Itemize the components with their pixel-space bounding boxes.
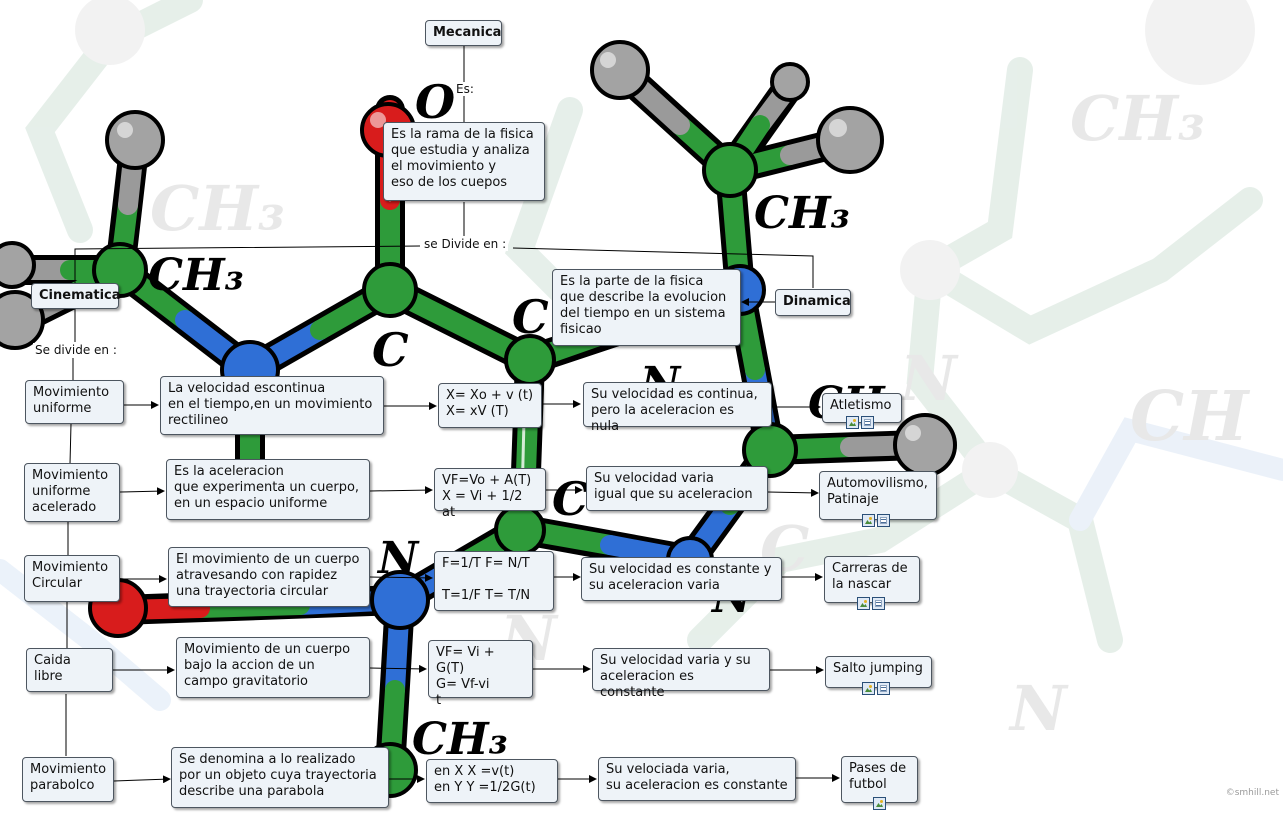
svg-text:CH₃: CH₃ <box>754 188 850 239</box>
attachment-icons[interactable] <box>857 597 885 610</box>
node-movimiento-parabolico[interactable]: Movimiento parabolco <box>22 757 114 802</box>
image-icon[interactable] <box>857 597 870 610</box>
image-icon[interactable] <box>846 416 859 429</box>
node-carreras-nascar[interactable]: Carreras de la nascar <box>824 556 920 603</box>
node-dinamica[interactable]: Dinamica <box>775 289 851 316</box>
node-mp-propiedad[interactable]: Su velociada varia, su aceleracion es co… <box>598 757 796 801</box>
svg-text:O: O <box>415 75 455 129</box>
node-mc-propiedad[interactable]: Su velocidad es constante y su aceleraci… <box>581 557 782 601</box>
svg-text:CH₃: CH₃ <box>412 714 508 765</box>
attachment-icons[interactable] <box>873 797 886 810</box>
image-icon[interactable] <box>862 514 875 527</box>
node-cl-definicion[interactable]: Movimiento de un cuerpo bajo la accion d… <box>176 637 370 698</box>
label-es: Es: <box>454 82 476 96</box>
svg-text:C: C <box>372 323 409 377</box>
node-mc-definicion[interactable]: El movimiento de un cuerpo atravesando c… <box>168 547 370 607</box>
attachment-icons[interactable] <box>846 416 874 429</box>
svg-text:N: N <box>898 342 959 415</box>
node-mc-formula[interactable]: F=1/T F= N/T T=1/F T= T/N <box>434 551 554 611</box>
attachment-icons[interactable] <box>862 682 890 695</box>
node-mu-definicion[interactable]: La velocidad escontinua en el tiempo,en … <box>160 376 384 435</box>
note-icon[interactable] <box>861 416 874 429</box>
node-pases-futbol[interactable]: Pases de futbol <box>841 756 918 803</box>
node-mecanica[interactable]: Mecanica <box>425 20 502 46</box>
node-mua-definicion[interactable]: Es la aceleracion que experimenta un cue… <box>166 459 370 520</box>
svg-text:CH₃: CH₃ <box>148 250 244 301</box>
svg-text:C: C <box>552 472 589 526</box>
image-icon[interactable] <box>862 682 875 695</box>
node-cl-formula[interactable]: VF= Vi + G(T) G= Vf-vi t <box>428 640 533 698</box>
node-movimiento-uniforme-acelerado[interactable]: Movimiento uniforme acelerado <box>24 463 120 522</box>
node-caida-libre[interactable]: Caida libre <box>26 648 113 692</box>
note-icon[interactable] <box>877 514 890 527</box>
svg-text:CH: CH <box>1130 377 1251 457</box>
note-icon[interactable] <box>877 682 890 695</box>
note-icon[interactable] <box>872 597 885 610</box>
label-se-divide-cinematica: Se divide en : <box>33 343 119 357</box>
node-mp-definicion[interactable]: Se denomina a lo realizado por un objeto… <box>171 747 389 808</box>
watermark: ©smhill.net <box>1226 788 1279 798</box>
node-movimiento-uniforme[interactable]: Movimiento uniforme <box>25 380 124 424</box>
node-mua-formula[interactable]: VF=Vo + A(T) X = Vi + 1/2 at <box>434 468 546 511</box>
node-mp-formula[interactable]: en X X =v(t) en Y Y =1/2G(t) <box>426 759 558 803</box>
node-dinamica-def[interactable]: Es la parte de la fisica que describe la… <box>552 269 741 346</box>
node-mu-propiedad[interactable]: Su velocidad es continua, pero la aceler… <box>583 382 772 427</box>
node-automovilismo[interactable]: Automovilismo, Patinaje <box>819 471 937 520</box>
svg-text:CH₃: CH₃ <box>150 172 285 245</box>
svg-text:N: N <box>1008 672 1069 745</box>
svg-text:CH₃: CH₃ <box>1070 82 1205 155</box>
image-icon[interactable] <box>873 797 886 810</box>
node-cinematica[interactable]: Cinematica <box>31 283 119 309</box>
svg-text:N: N <box>376 533 420 584</box>
label-se-divide: se Divide en : <box>422 237 508 251</box>
node-mua-propiedad[interactable]: Su velocidad varia igual que su acelerac… <box>586 466 768 511</box>
node-definicion[interactable]: Es la rama de la fisica que estudia y an… <box>383 122 545 201</box>
attachment-icons[interactable] <box>862 514 890 527</box>
svg-text:C: C <box>512 290 549 344</box>
node-movimiento-circular[interactable]: Movimiento Circular <box>24 555 120 602</box>
node-cl-propiedad[interactable]: Su velocidad varia y su aceleracion es c… <box>592 648 770 691</box>
node-mu-formula[interactable]: X= Xo + v (t) X= xV (T) <box>438 383 542 428</box>
